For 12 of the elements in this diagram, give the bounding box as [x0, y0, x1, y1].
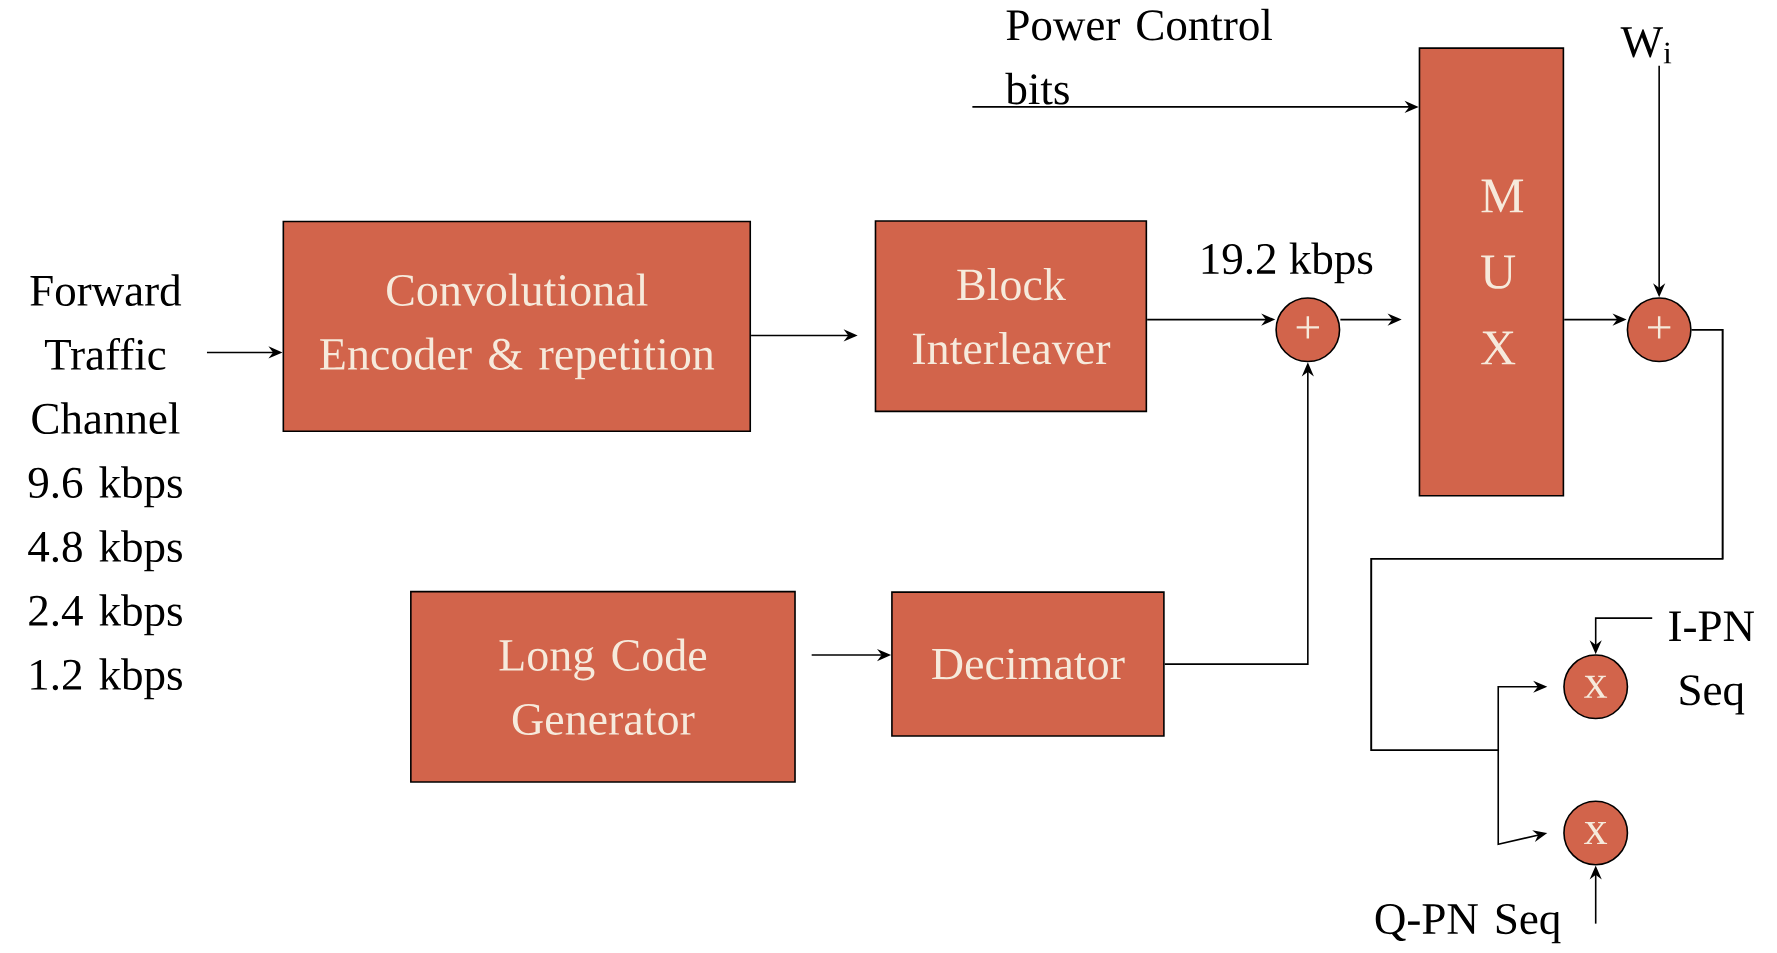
process-box: Long Code Generator	[410, 590, 796, 783]
text-label: W$_{i}$	[1620, 27, 1672, 64]
process-box: Decimator	[891, 591, 1165, 737]
text-label: Q-PN Seq	[1375, 903, 1561, 944]
process-box: Block Interleaver	[874, 220, 1148, 413]
process-box: Convolutional Encoder & repetition	[282, 220, 752, 432]
text-label: Forward Traffic Channel 9.6 kbps 4.8 kbps 2.4 kbps 1.2 kbps	[28, 274, 182, 700]
text-label: Power Control bits	[1005, 8, 1272, 105]
arrow	[1370, 328, 1724, 846]
text-label: I-PN Seq	[1669, 611, 1754, 715]
edge-label: 19.2 kbps	[1202, 242, 1373, 284]
multiplexer-box: M U X	[1418, 47, 1565, 497]
